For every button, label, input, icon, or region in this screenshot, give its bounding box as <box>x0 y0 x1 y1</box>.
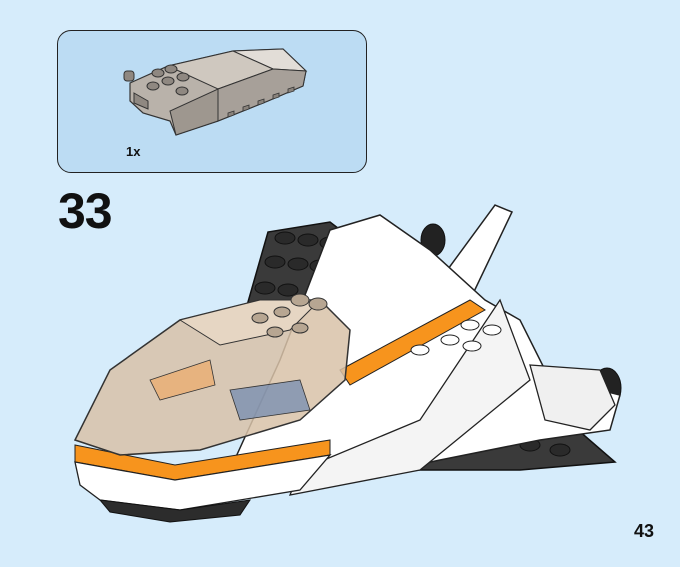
windscreen-part-icon <box>123 48 308 136</box>
parts-callout: 1x <box>57 30 367 173</box>
step-number: 33 <box>58 183 113 239</box>
part-quantity: 1x <box>126 144 141 159</box>
page-number: 43 <box>633 521 654 541</box>
